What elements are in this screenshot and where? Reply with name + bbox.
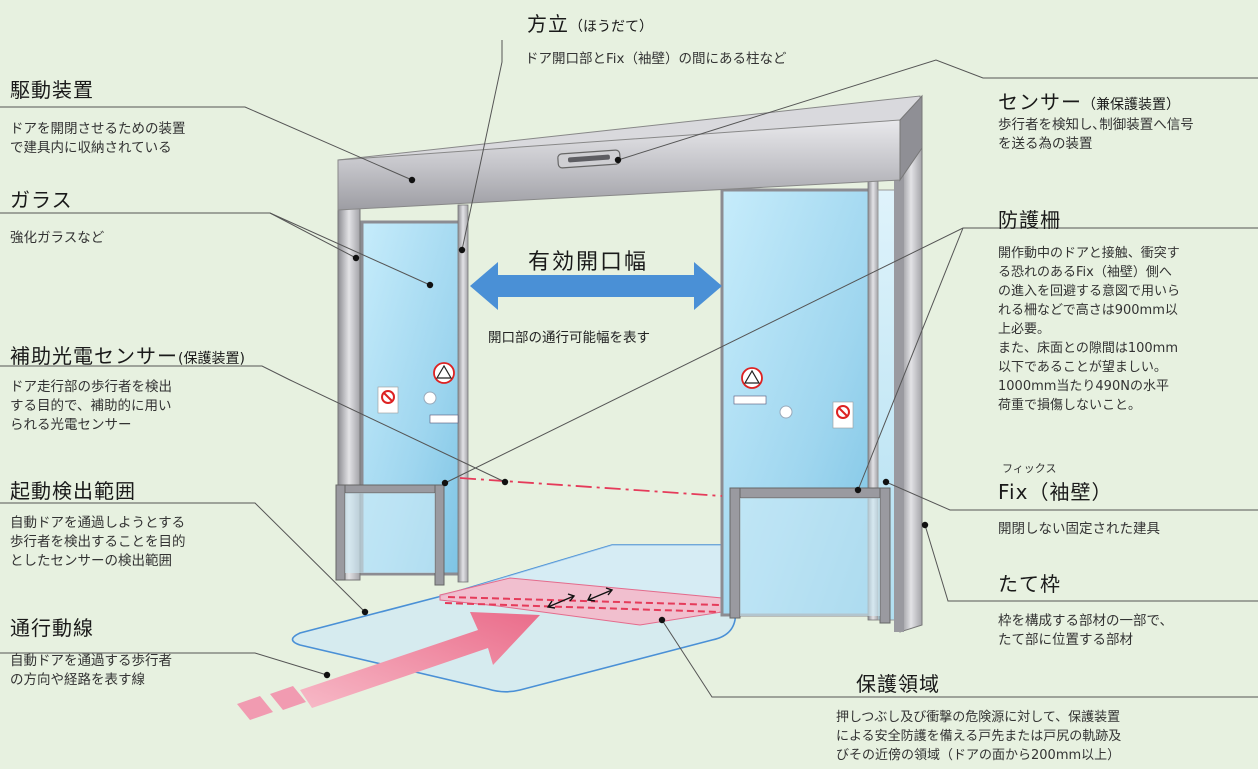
fix-ruby: フィックス (1002, 462, 1057, 475)
bougo-desc-line: の進入を回避する意図で用いら (998, 284, 1181, 299)
glass-desc: 強化ガラスなど (10, 230, 105, 246)
kidou-desc: 自動ドアを通過しようとする 歩行者を検出することを目的 としたセンサーの検出範囲 (10, 514, 186, 571)
hojo-title: 補助光電センサー (10, 344, 178, 368)
effective-width-sub: 開口部の通行可能幅を表す (488, 330, 650, 346)
hojo-desc-line: ドア走行部の歩行者を検出 (10, 379, 172, 395)
fix-title: Fix（袖壁） (998, 480, 1113, 504)
no-entry-sign-icon (832, 401, 854, 429)
fix-desc: 開閉しない固定された建具 (998, 521, 1160, 537)
kudou-desc-line: で建具内に収納されている (10, 140, 172, 156)
bougo-desc-line: 以下であることが望ましい。 (998, 360, 1167, 375)
walk-arrow (300, 612, 540, 708)
right-frame-post-face (894, 120, 904, 632)
tatewaku-desc-line: たて部に位置する部材 (998, 632, 1133, 648)
hojo-desc-line: する目的で、補助的に用い (10, 398, 172, 414)
kidou-desc-line: 歩行者を検出することを目的 (10, 534, 186, 550)
no-entry-sign-icon (377, 386, 399, 414)
tsuukou-desc-line: の方向や経路を表す線 (10, 672, 145, 688)
hogo-desc: 押しつぶし及び衝撃の危険源に対して、保護装置 による安全防護を備える戸先または戸… (836, 708, 1121, 765)
bougo-desc: 開作動中のドアと接触、衝突す る恐れのあるFix（袖壁）側へ の進入を回避する意… (998, 244, 1180, 415)
tsuukou-desc: 自動ドアを通過する歩行者 の方向や経路を表す線 (10, 652, 172, 690)
caution-sign-icon (741, 367, 763, 389)
sensor-sub: （兼保護装置） (1082, 97, 1180, 113)
bougo-desc-line: 荷重で損傷しないこと。 (998, 398, 1142, 413)
bougo-desc-line: 開作動中のドアと接触、衝突す (998, 246, 1180, 261)
aux-photo-sensor-beam (459, 477, 723, 497)
sensor-title-group: センサー（兼保護装置） (998, 86, 1180, 115)
kudou-desc-line: ドアを開閉させるための装置 (10, 121, 186, 137)
bougo-desc-line: 1000mm当たり490Nの水平 (998, 379, 1169, 394)
leader-dots (323, 156, 929, 679)
walk-dash-2 (237, 696, 273, 720)
kudou-title: 駆動装置 (10, 78, 94, 102)
houdate-title: 方立 (527, 12, 569, 36)
kidou-desc-line: としたセンサーの検出範囲 (10, 553, 172, 569)
right-guard-fence (729, 487, 891, 624)
kidou-desc-line: 自動ドアを通過しようとする (10, 515, 186, 531)
caution-sign-icon (433, 362, 455, 384)
walk-dash-1 (270, 686, 306, 710)
auto-door-sticker-icon (733, 395, 793, 419)
hogo-desc-line: 押しつぶし及び衝撃の危険源に対して、保護装置 (836, 710, 1121, 725)
tatewaku-title: たて枠 (998, 572, 1061, 596)
tsuukou-title: 通行動線 (10, 616, 94, 640)
bougo-desc-line: る恐れのあるFix（袖壁）側へ (998, 265, 1172, 280)
tatewaku-desc-line: 枠を構成する部材の一部で、 (998, 613, 1173, 629)
left-guard-fence (335, 484, 445, 586)
sensor-desc-line: を送る為の装置 (998, 136, 1093, 152)
kidou-title: 起動検出範囲 (10, 479, 136, 503)
sensor-line-b (444, 602, 721, 613)
houdate-title-group: 方立（ほうだて） (527, 8, 653, 37)
auto-door-sticker-icon (423, 391, 459, 424)
sensor-line-a (447, 596, 721, 606)
leader-lines (0, 40, 1258, 698)
left-mullion (457, 204, 469, 583)
bougo-title: 防護柵 (998, 208, 1061, 232)
effective-width-arrow (470, 262, 722, 310)
tatewaku-desc: 枠を構成する部材の一部で、 たて部に位置する部材 (998, 612, 1173, 650)
zone-width-arrows (546, 587, 614, 609)
sensor-desc-line: 歩行者を検知し､制御装置へ信号 (998, 117, 1194, 133)
sensor-title: センサー (998, 90, 1082, 114)
hogo-desc-line: による安全防護を備える戸先または戸尻の軌跡及 (836, 729, 1122, 744)
houdate-desc: ドア開口部とFix（袖壁）の間にある柱など (525, 51, 787, 67)
glass-title: ガラス (10, 188, 73, 212)
bougo-desc-line: れる柵などで高さは900mm以 (998, 303, 1178, 318)
hojo-desc: ドア走行部の歩行者を検出 する目的で、補助的に用い られる光電センサー (10, 378, 172, 435)
houdate-reading: （ほうだて） (569, 19, 653, 35)
hogo-desc-line: びその近傍の領域（ドアの面から200mm以上） (836, 748, 1121, 763)
beam-side (899, 94, 923, 182)
hojo-desc-line: られる光電センサー (10, 417, 132, 433)
sensor-box-window (567, 154, 610, 163)
effective-width-title: 有効開口幅 (528, 250, 649, 275)
sensor-desc: 歩行者を検知し､制御装置へ信号 を送る為の装置 (998, 116, 1194, 154)
bougo-desc-line: 上必要。 (998, 322, 1051, 337)
hogo-title: 保護領域 (856, 672, 940, 696)
hojo-title-group: 補助光電センサー(保護装置) (10, 340, 245, 369)
kudou-desc: ドアを開閉させるための装置 で建具内に収納されている (10, 120, 186, 158)
bougo-desc-line: また、床面との隙間は100mm (998, 341, 1179, 356)
hojo-sub: (保護装置) (178, 351, 245, 367)
tsuukou-desc-line: 自動ドアを通過する歩行者 (10, 653, 172, 669)
